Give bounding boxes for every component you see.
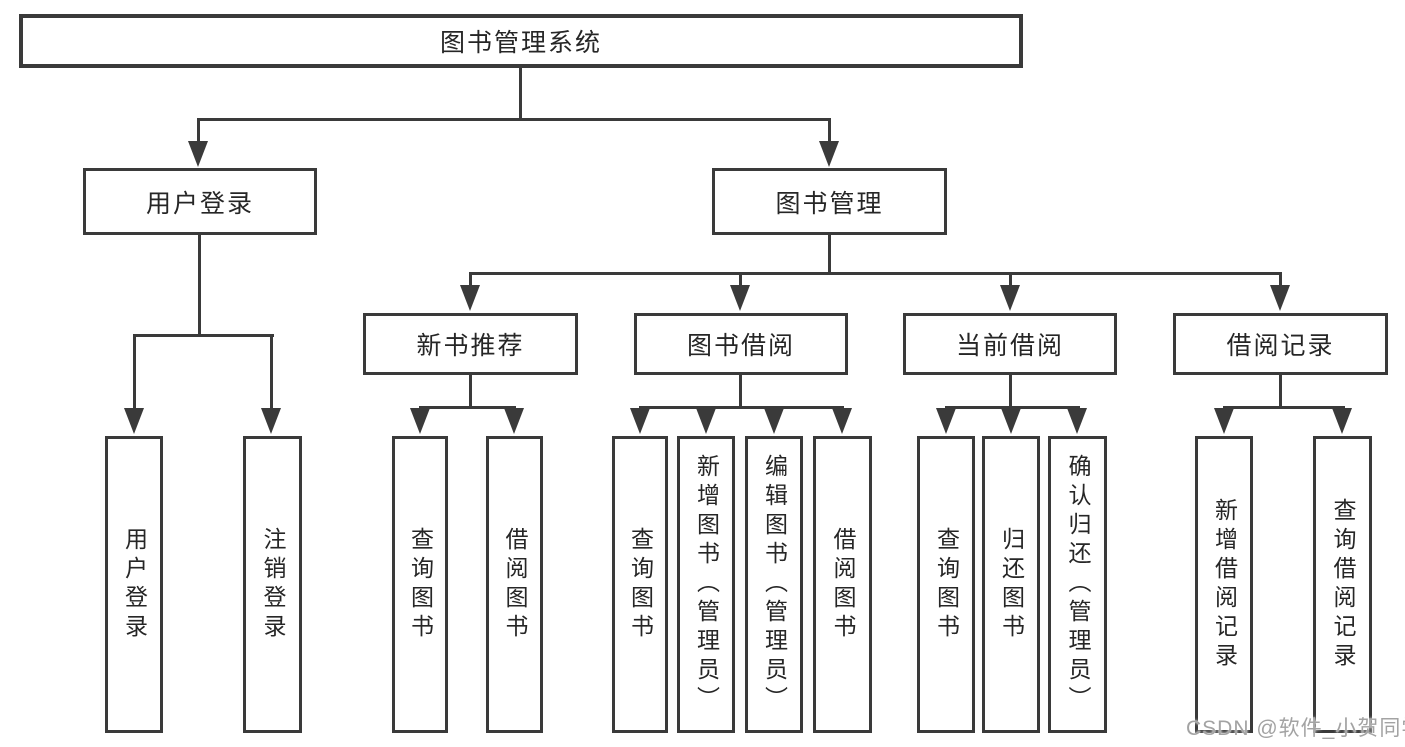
- arrowhead-down-icon: [764, 408, 784, 434]
- arrowhead-down-icon: [1332, 408, 1352, 434]
- node-label: 图书借阅: [686, 332, 795, 360]
- arrowhead-down-icon: [124, 408, 144, 434]
- leaf-label: 确认归还（管理员）: [1065, 454, 1091, 715]
- node-new-book-recommendation: 新书推荐: [363, 313, 578, 375]
- arrowhead-down-icon: [1067, 408, 1087, 434]
- leaf-add-borrow-record: 新增借阅记录: [1195, 436, 1253, 733]
- arrowhead-down-icon: [936, 408, 956, 434]
- connector-line: [1279, 275, 1282, 289]
- connector-line: [739, 375, 742, 409]
- node-label: 当前借阅: [955, 332, 1064, 360]
- arrowhead-down-icon: [1270, 285, 1290, 311]
- arrowhead-down-icon: [1214, 408, 1234, 434]
- connector-line: [419, 406, 516, 409]
- leaf-confirm-return-admin: 确认归还（管理员）: [1048, 436, 1107, 733]
- leaf-query-books-current: 查询图书: [917, 436, 975, 733]
- connector-line: [133, 334, 274, 337]
- node-borrowing-records: 借阅记录: [1173, 313, 1388, 375]
- node-book-borrowing: 图书借阅: [634, 313, 848, 375]
- leaf-borrow-books-recommend: 借阅图书: [486, 436, 543, 733]
- arrowhead-down-icon: [832, 408, 852, 434]
- arrowhead-down-icon: [630, 408, 650, 434]
- node-label: 借阅记录: [1226, 332, 1335, 360]
- leaf-label: 用户登录: [121, 526, 148, 643]
- leaf-query-books-borrowing: 查询图书: [612, 436, 668, 733]
- arrowhead-down-icon: [696, 408, 716, 434]
- node-user-login: 用户登录: [83, 168, 317, 235]
- connector-line: [133, 337, 136, 412]
- node-label: 用户登录: [145, 189, 254, 218]
- connector-line: [469, 275, 472, 289]
- leaf-logout: 注销登录: [243, 436, 302, 733]
- node-current-borrowing: 当前借阅: [903, 313, 1117, 375]
- connector-line: [1279, 375, 1282, 409]
- connector-line: [469, 272, 1282, 275]
- watermark-text: CSDN @软件_小贺同学: [1186, 717, 1405, 740]
- leaf-add-books-admin: 新增图书（管理员）: [677, 436, 735, 733]
- leaf-label: 借阅图书: [830, 526, 856, 643]
- node-label: 图书管理: [775, 189, 884, 218]
- leaf-user-login: 用户登录: [105, 436, 163, 733]
- arrowhead-down-icon: [460, 285, 480, 311]
- leaf-label: 查询图书: [407, 526, 434, 643]
- connector-line: [1223, 406, 1345, 409]
- leaf-label: 归还图书: [998, 526, 1025, 643]
- node-book-management: 图书管理: [712, 168, 947, 235]
- leaf-label: 注销登录: [260, 526, 286, 643]
- arrowhead-down-icon: [188, 141, 208, 167]
- leaf-label: 查询借阅记录: [1330, 497, 1356, 672]
- leaf-return-books: 归还图书: [982, 436, 1040, 733]
- connector-line: [270, 337, 273, 412]
- connector-line: [828, 235, 831, 275]
- arrowhead-down-icon: [1000, 285, 1020, 311]
- leaf-label: 查询图书: [627, 526, 654, 643]
- leaf-label: 新增图书（管理员）: [693, 454, 720, 715]
- connector-line: [469, 375, 472, 409]
- leaf-label: 借阅图书: [502, 526, 528, 643]
- leaf-query-books-recommend: 查询图书: [392, 436, 448, 733]
- leaf-label: 查询图书: [933, 526, 960, 643]
- connector-line: [198, 235, 201, 337]
- arrowhead-down-icon: [261, 408, 281, 434]
- connector-line: [739, 275, 742, 289]
- node-label: 新书推荐: [416, 332, 525, 360]
- connector-line: [519, 68, 522, 121]
- leaf-query-borrow-record: 查询借阅记录: [1313, 436, 1372, 733]
- connector-line: [828, 121, 831, 147]
- leaf-label: 编辑图书（管理员）: [761, 454, 788, 715]
- connector-line: [1009, 375, 1012, 409]
- connector-line: [945, 406, 1080, 409]
- arrowhead-down-icon: [730, 285, 750, 311]
- arrowhead-down-icon: [504, 408, 524, 434]
- leaf-borrow-books: 借阅图书: [813, 436, 872, 733]
- connector-line: [197, 121, 200, 147]
- node-library-system-root: 图书管理系统: [19, 14, 1023, 68]
- leaf-edit-books-admin: 编辑图书（管理员）: [745, 436, 803, 733]
- arrowhead-down-icon: [1001, 408, 1021, 434]
- connector-line: [1009, 275, 1012, 289]
- node-label: 图书管理系统: [439, 29, 602, 57]
- arrowhead-down-icon: [819, 141, 839, 167]
- connector-line: [197, 118, 831, 121]
- arrowhead-down-icon: [410, 408, 430, 434]
- leaf-label: 新增借阅记录: [1211, 497, 1238, 672]
- connector-line: [639, 406, 844, 409]
